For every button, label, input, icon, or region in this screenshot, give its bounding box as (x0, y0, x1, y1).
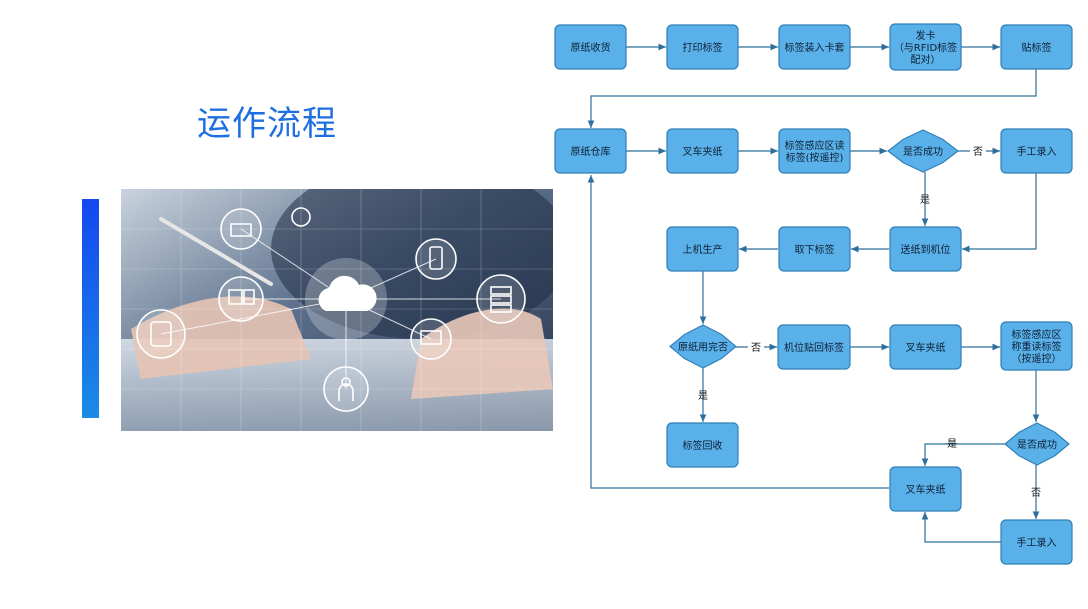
flow-node-n13: 上机生产 (666, 226, 739, 272)
flow-node-n5: 贴标签 (1000, 24, 1073, 70)
flow-node-n7: 叉车夹纸 (666, 128, 739, 174)
flow-node-n18: 标签回收 (666, 422, 739, 468)
flow-node-label: 原纸仓库 (571, 145, 611, 158)
flow-node-shape (1000, 519, 1073, 565)
flow-node-n2: 打印标签 (666, 24, 739, 70)
flow-node-shape (666, 24, 739, 70)
flow-node-n6: 原纸仓库 (554, 128, 627, 174)
flow-node-shape (669, 324, 737, 369)
flow-node-label: 打印标签 (683, 41, 723, 54)
flow-node-shape (887, 129, 959, 173)
flow-node-label: 标签感应区 (1012, 328, 1062, 341)
flow-node-shape (889, 324, 962, 370)
flow-node-label: 原纸收货 (571, 41, 611, 54)
flow-node-n1: 原纸收货 (554, 24, 627, 70)
flow-node-label: （与RFID标签 (894, 41, 957, 54)
flow-node-n11: 送纸到机位 (889, 226, 962, 272)
flow-node-label: （按遥控） (1012, 352, 1062, 365)
edge-label-e2: 是 (920, 194, 930, 206)
edge-label-e1: 否 (973, 146, 983, 158)
flow-node-label: 取下标签 (795, 243, 835, 256)
flow-node-shape (666, 422, 739, 468)
flow-node-label: 送纸到机位 (901, 243, 951, 256)
flow-node-shape (889, 23, 962, 71)
flow-node-label: 标签回收 (683, 439, 723, 452)
flow-node-shape (554, 24, 627, 70)
flow-node-label: 配对） (911, 53, 941, 66)
business-tech-photo (121, 189, 553, 431)
flow-node-label: 手工录入 (1017, 536, 1057, 549)
edge-n19-n20 (921, 443, 1005, 466)
flow-node-n14: 原纸用完否 (669, 324, 737, 369)
edge-label-e3: 否 (751, 342, 761, 354)
flow-node-label: 手工录入 (1017, 145, 1057, 158)
cloud-icon (305, 258, 387, 340)
flow-node-n3: 标签装入卡套 (778, 24, 851, 70)
flow-node-shape (889, 226, 962, 272)
edge-label-e5: 是 (947, 438, 957, 450)
edge-label-e4: 是 (698, 390, 708, 402)
edge-n10-n11 (962, 173, 1037, 253)
flow-node-label: 上机生产 (683, 243, 723, 256)
flow-node-label: 是否成功 (1017, 439, 1057, 451)
flow-node-shape (777, 324, 851, 370)
edge-label-e6: 否 (1031, 487, 1041, 499)
flow-node-label: 叉车夹纸 (683, 145, 723, 158)
edge-n21-n20 (921, 511, 1001, 543)
flow-node-n19: 是否成功 (1004, 422, 1070, 466)
flow-node-label: 是否成功 (903, 146, 943, 158)
flow-node-shape (778, 24, 851, 70)
flow-node-shape (1000, 321, 1073, 371)
flow-node-n20: 叉车夹纸 (889, 466, 962, 512)
flow-node-label: 机位贴回标签 (784, 341, 844, 354)
flow-node-label: 原纸用完否 (678, 341, 728, 354)
flow-node-label: 发卡 (916, 29, 936, 42)
flow-node-shape (666, 226, 739, 272)
flow-node-label: 贴标签 (1022, 41, 1052, 54)
page-title: 运作流程 (197, 104, 337, 144)
flow-node-n9: 是否成功 (887, 129, 959, 173)
flow-node-n12: 取下标签 (778, 226, 851, 272)
flow-node-shape (1000, 128, 1073, 174)
flow-node-label: 叉车夹纸 (906, 341, 946, 354)
flow-node-shape (778, 226, 851, 272)
flow-node-n21: 手工录入 (1000, 519, 1073, 565)
flow-node-label: 标签(按遥控) (786, 151, 844, 164)
flow-node-n15: 机位贴回标签 (777, 324, 851, 370)
flow-node-shape (778, 128, 851, 174)
flow-node-shape (889, 466, 962, 512)
flow-node-shape (554, 128, 627, 174)
accent-bar (82, 199, 99, 418)
flow-node-shape (1000, 24, 1073, 70)
edge-n5-n6 (587, 69, 1037, 128)
flow-node-label: 叉车夹纸 (906, 483, 946, 496)
flow-node-n10: 手工录入 (1000, 128, 1073, 174)
flow-node-label: 标签装入卡套 (785, 41, 845, 54)
flow-node-label: 称重读标签 (1012, 340, 1062, 353)
flow-node-label: 标签感应区读 (785, 139, 845, 152)
flow-node-n16: 叉车夹纸 (889, 324, 962, 370)
edge-n20-n6 (587, 175, 889, 489)
flow-node-shape (666, 128, 739, 174)
flow-node-shape (1004, 422, 1070, 466)
